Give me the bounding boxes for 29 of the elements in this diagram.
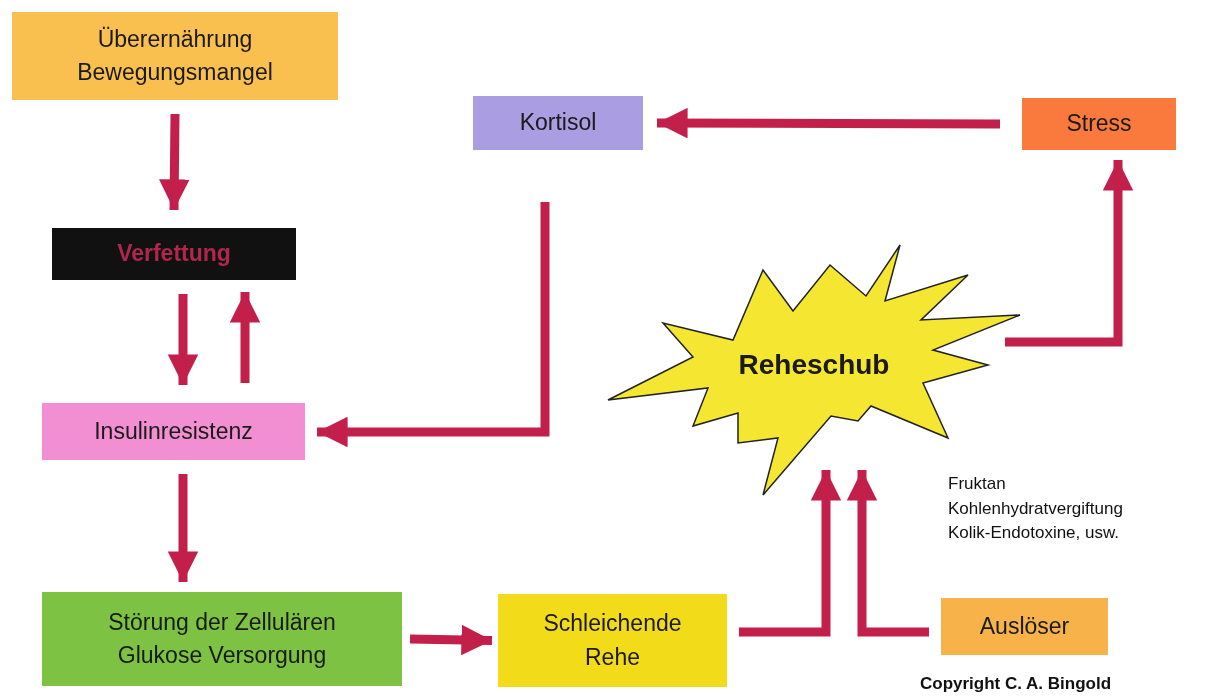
- process-box: [498, 594, 727, 687]
- copyright-note: Copyright C. A. Bingold: [920, 673, 1113, 695]
- arrow: [167, 294, 199, 385]
- process-box: [42, 403, 305, 460]
- node-label: Stress: [1066, 109, 1132, 139]
- process-box: [473, 96, 643, 150]
- node-label: Störung der Zellulären Glukose Versorgung: [107, 607, 337, 670]
- arrow: [657, 107, 1000, 139]
- process-box: [42, 592, 402, 686]
- node-label: Insulinresistenz: [94, 416, 253, 446]
- arrow: [159, 113, 190, 211]
- arrow: [167, 474, 199, 582]
- trigger-list: Fruktan Kohlenhydratvergiftung Kolik-Endotoxine, usw.: [948, 472, 1158, 546]
- arrow: [846, 470, 929, 637]
- process-box: [52, 228, 296, 280]
- node-label: Verfettung: [117, 239, 231, 269]
- arrow: [317, 202, 550, 448]
- process-box: [1022, 98, 1176, 150]
- arrow: [409, 624, 493, 656]
- process-box: [941, 598, 1108, 655]
- node-label: Reheschub: [738, 347, 890, 382]
- arrow: [739, 470, 842, 637]
- arrow: [1005, 160, 1134, 347]
- arrow: [229, 292, 261, 383]
- node-label: Schleichende Rehe: [542, 609, 683, 672]
- process-box: [12, 12, 338, 100]
- node-label: Überernährung Bewegungsmangel: [76, 24, 274, 87]
- node-label: Auslöser: [979, 611, 1070, 641]
- node-label: Kortisol: [519, 108, 597, 138]
